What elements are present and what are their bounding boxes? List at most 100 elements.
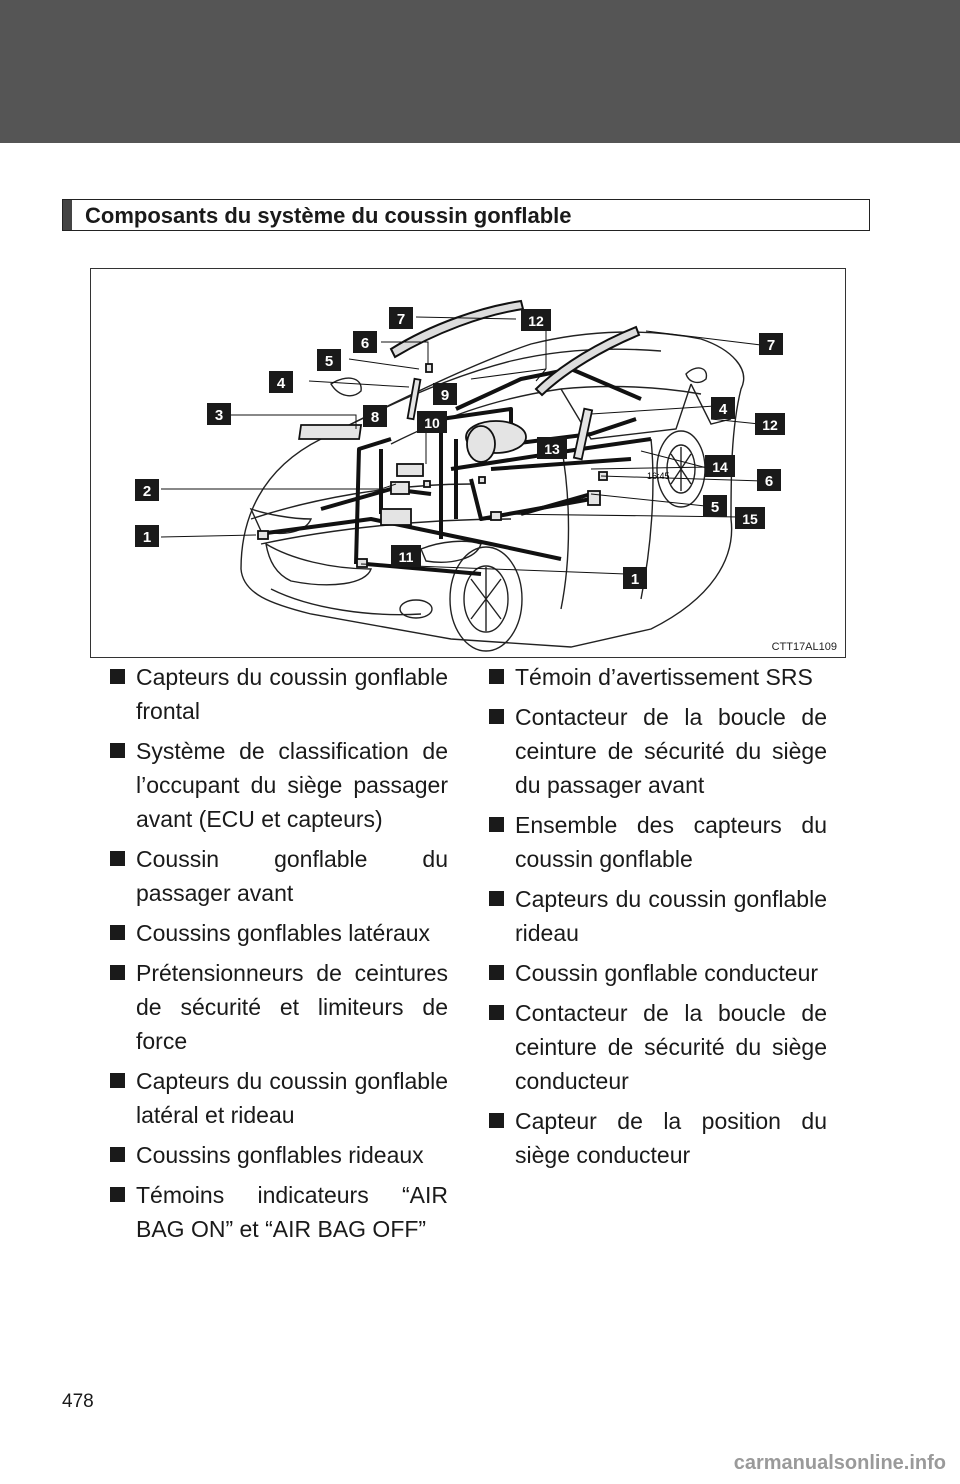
legend-number-badge <box>489 1005 504 1020</box>
legend-text: Capteur de la position du siège conducte… <box>515 1108 827 1168</box>
legend-number-badge <box>489 817 504 832</box>
svg-text:1: 1 <box>631 571 639 588</box>
callout-15: 15 <box>735 507 765 529</box>
legend-number-badge <box>489 1113 504 1128</box>
section-title: Composants du système du coussin gonflab… <box>85 203 572 228</box>
legend-item: Contacteur de la boucle de ceinture de s… <box>489 996 827 1098</box>
callout-11: 11 <box>391 545 421 567</box>
legend-text: Coussins gonflables rideaux <box>136 1142 424 1168</box>
legend-text: Contacteur de la boucle de ceinture de s… <box>515 1000 827 1094</box>
svg-text:11: 11 <box>399 549 414 565</box>
svg-text:4: 4 <box>277 375 286 392</box>
legend-number-badge <box>110 965 125 980</box>
section-header: Composants du système du coussin gonflab… <box>62 199 870 231</box>
legend-item: Capteurs du coussin gonflable frontal <box>110 660 448 728</box>
legend-text: Témoins indicateurs “AIR BAG ON” et “AIR… <box>136 1182 448 1242</box>
watermark: carmanualsonline.info <box>733 1452 946 1474</box>
legend-text: Capteurs du coussin gonflable frontal <box>136 664 448 724</box>
callout-5-right: 5 <box>703 495 727 517</box>
header-band <box>0 0 960 143</box>
legend-item: Capteur de la position du siège conducte… <box>489 1104 827 1172</box>
callout-7-right: 7 <box>759 333 783 355</box>
svg-text:7: 7 <box>397 311 405 328</box>
legend-text: Capteurs du coussin gonflable latéral et… <box>136 1068 448 1128</box>
legend-item: Coussin gonflable conducteur <box>489 956 827 990</box>
legend-item: Coussin gonflable du passager avant <box>110 842 448 910</box>
legend-item: Coussins gonflables rideaux <box>110 1138 448 1172</box>
svg-text:9: 9 <box>441 387 449 404</box>
curtain-airbags <box>389 299 641 397</box>
legend-number-badge <box>489 709 504 724</box>
svg-text:7: 7 <box>767 337 775 354</box>
callout-12-top: 12 <box>521 309 551 331</box>
svg-text:5: 5 <box>711 499 719 516</box>
svg-text:6: 6 <box>361 335 369 352</box>
svg-text:10: 10 <box>424 415 440 431</box>
callout-5-left: 5 <box>317 349 341 371</box>
svg-text:13: 13 <box>544 441 560 457</box>
svg-text:3: 3 <box>215 407 223 424</box>
legend-item: Système de classification de l’occupant … <box>110 734 448 836</box>
car-body <box>240 331 745 652</box>
legend-text: Contacteur de la boucle de ceinture de s… <box>515 704 827 798</box>
legend-text: Prétensionneurs de ceintures de sécurité… <box>136 960 448 1054</box>
callout-9: 9 <box>433 383 457 405</box>
callout-labels: 1 1 2 3 4 4 5 <box>135 307 785 589</box>
legend-number-badge <box>110 1073 125 1088</box>
legend-number-badge <box>110 1147 125 1162</box>
legend-number-badge <box>110 925 125 940</box>
legend-text: Coussins gonflables latéraux <box>136 920 431 946</box>
section-header-bar <box>63 200 72 230</box>
legend-number-badge <box>110 669 125 684</box>
legend-item: Contacteur de la boucle de ceinture de s… <box>489 700 827 802</box>
callout-3: 3 <box>207 403 231 425</box>
callout-1-rear: 1 <box>623 567 647 589</box>
callout-1-front: 1 <box>135 525 159 547</box>
callout-6-right: 6 <box>757 469 781 491</box>
callout-2: 2 <box>135 479 159 501</box>
legend-number-badge <box>489 891 504 906</box>
figure-code: CTT17AL109 <box>771 641 837 653</box>
legend-text: Coussin gonflable conducteur <box>515 960 819 986</box>
legend-item: Témoins indicateurs “AIR BAG ON” et “AIR… <box>110 1178 448 1246</box>
legend-item: Coussins gonflables latéraux <box>110 916 448 950</box>
svg-text:14: 14 <box>712 459 728 475</box>
svg-text:12: 12 <box>528 313 544 329</box>
legend-number-badge <box>489 965 504 980</box>
legend-text: Coussin gonflable du passager avant <box>136 846 448 906</box>
callout-8: 8 <box>363 405 387 427</box>
callout-14: 14 <box>705 455 735 477</box>
callout-4-left: 4 <box>269 371 293 393</box>
legend-number-badge <box>489 669 504 684</box>
legend-item: Capteurs du coussin gonflable latéral et… <box>110 1064 448 1132</box>
legend-text: Système de classification de l’occupant … <box>136 738 448 832</box>
legend-item: Témoin d’avertissement SRS <box>489 660 827 694</box>
svg-text:4: 4 <box>719 401 728 418</box>
legend-number-badge <box>110 743 125 758</box>
svg-text:2: 2 <box>143 483 151 500</box>
car-display-readout: 16:45 <box>647 471 670 481</box>
car-illustration: 16:45 1 1 2 3 4 <box>135 299 785 652</box>
callout-10: 10 <box>417 411 447 433</box>
legend-number-badge <box>110 1187 125 1202</box>
legend-text: Capteurs du coussin gonflable rideau <box>515 886 827 946</box>
legend-item: Capteurs du coussin gonflable rideau <box>489 882 827 950</box>
callout-4-right: 4 <box>711 397 735 419</box>
callout-7-left: 7 <box>389 307 413 329</box>
page-number: 478 <box>62 1391 94 1412</box>
svg-text:12: 12 <box>762 417 778 433</box>
svg-text:8: 8 <box>371 409 379 426</box>
callout-12-right: 12 <box>755 413 785 435</box>
legend-text: Ensemble des capteurs du coussin gonflab… <box>515 812 827 872</box>
svg-text:1: 1 <box>143 529 151 546</box>
airbag-diagram: 16:45 1 1 2 3 4 <box>90 268 846 658</box>
legend-item: Ensemble des capteurs du coussin gonflab… <box>489 808 827 876</box>
legend-item: Prétensionneurs de ceintures de sécurité… <box>110 956 448 1058</box>
svg-text:5: 5 <box>325 353 333 370</box>
svg-text:6: 6 <box>765 473 773 490</box>
legend-text: Témoin d’avertissement SRS <box>515 664 813 690</box>
legend-number-badge <box>110 851 125 866</box>
callout-6-left: 6 <box>353 331 377 353</box>
svg-text:15: 15 <box>742 511 758 527</box>
